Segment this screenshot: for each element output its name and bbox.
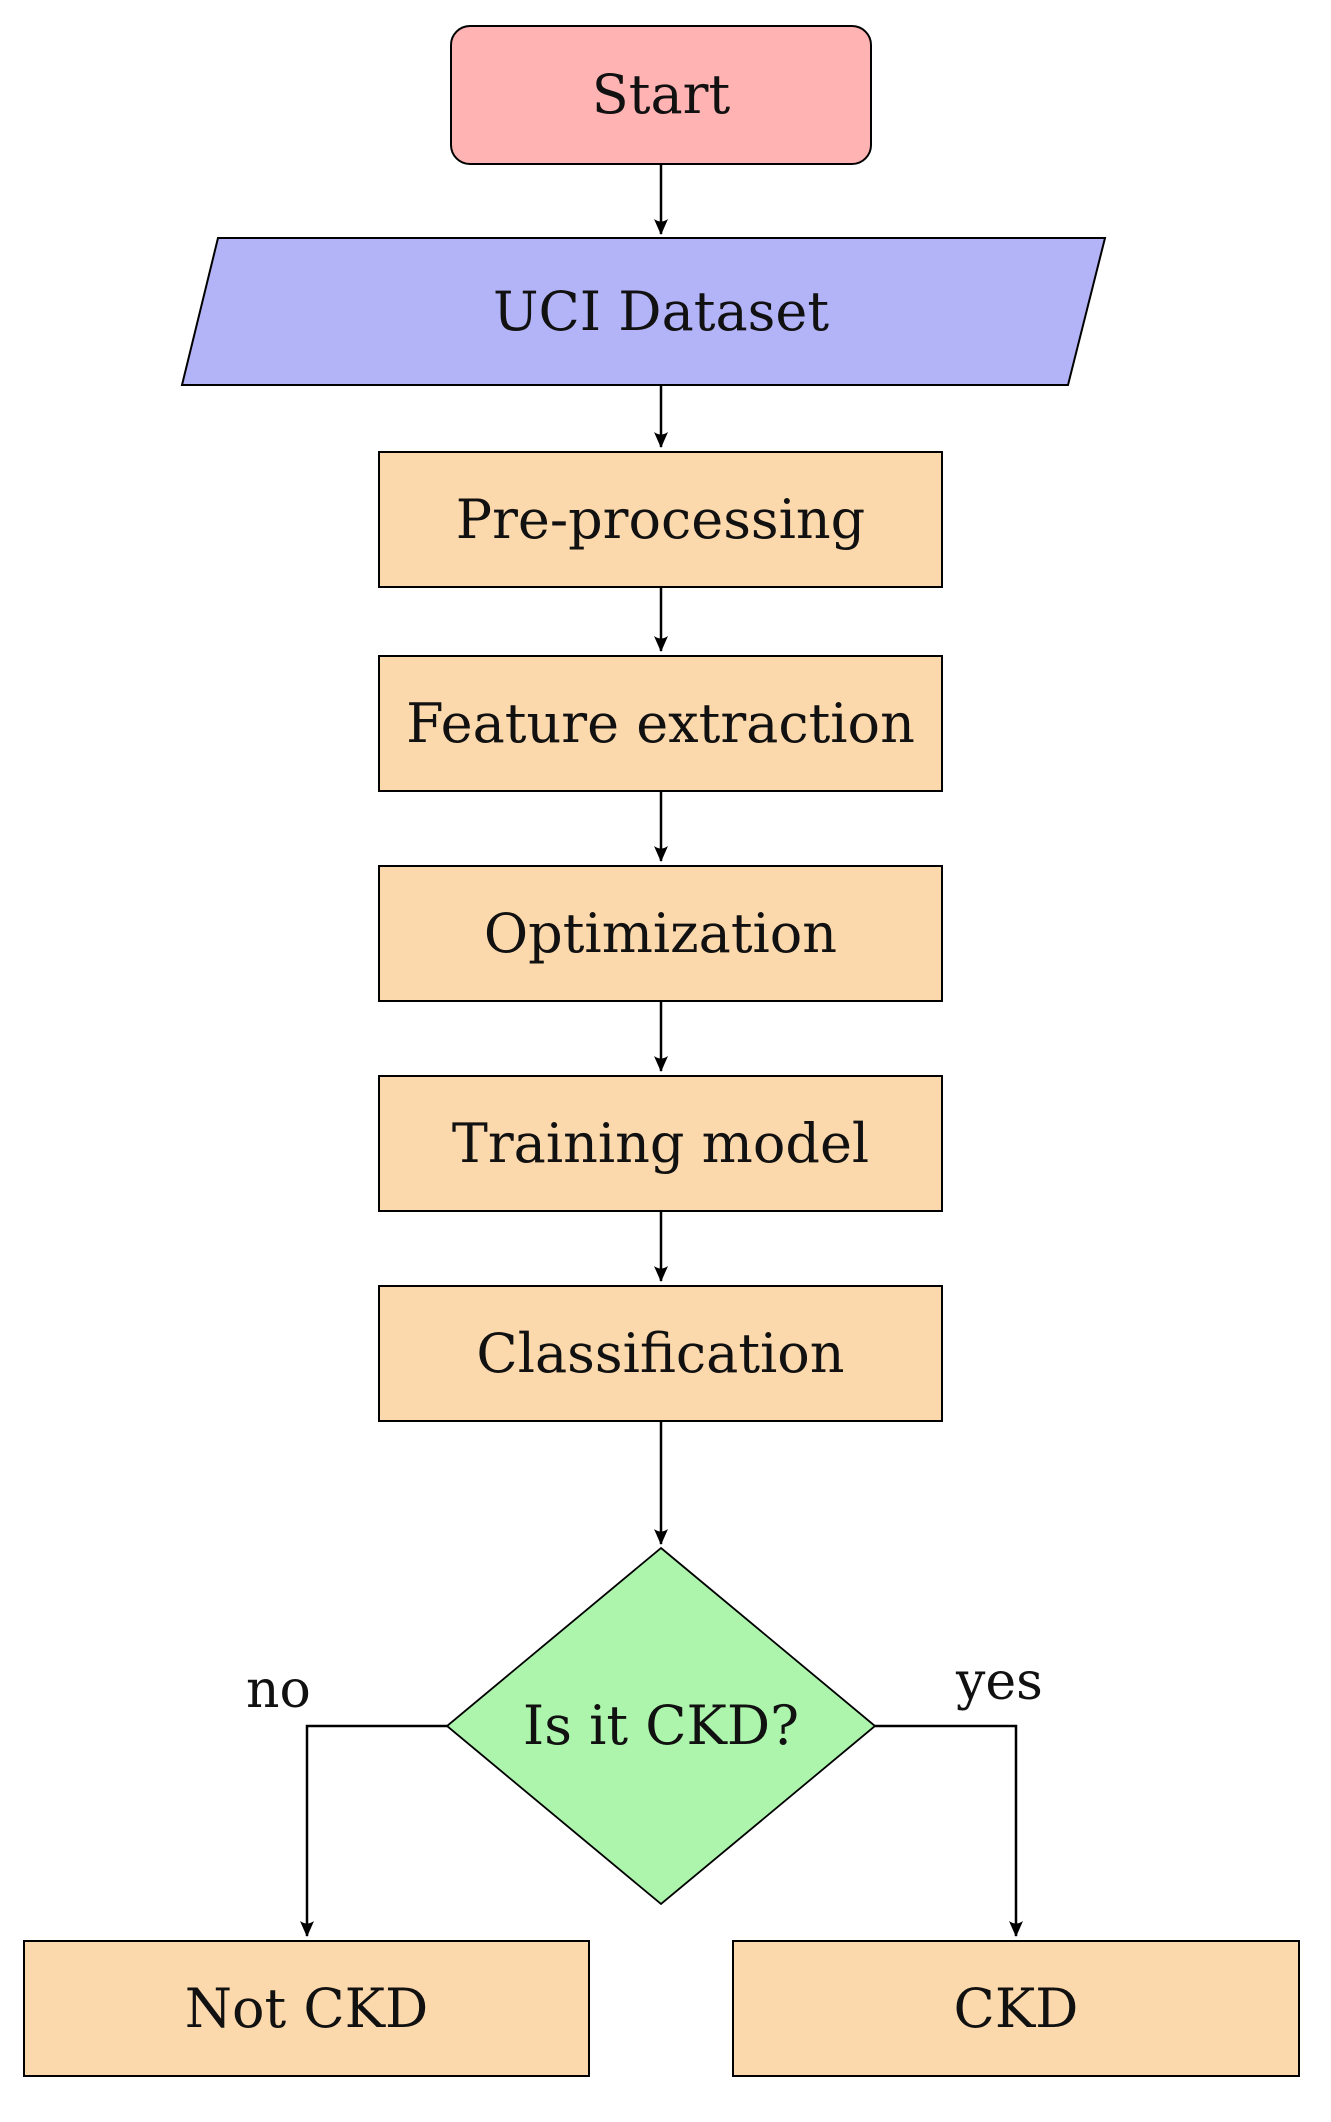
optimization-label: Optimization — [483, 901, 838, 965]
ckd-label: CKD — [953, 1976, 1079, 2040]
uci-dataset-label: UCI Dataset — [492, 279, 830, 343]
training-model-label: Training model — [451, 1111, 870, 1175]
yes-branch-label: yes — [956, 1652, 1043, 1712]
decision-label: Is it CKD? — [522, 1694, 800, 1757]
start-node: Start — [450, 25, 872, 165]
start-label: Start — [591, 63, 731, 126]
optimization-node: Optimization — [378, 865, 943, 1002]
uci-dataset-shape — [180, 237, 1107, 386]
ckd-node: CKD — [732, 1940, 1300, 2077]
classification-node: Classification — [378, 1285, 943, 1422]
arrow-decision-notckd — [300, 1724, 447, 1937]
decision-shape — [445, 1546, 877, 1906]
training-model-node: Training model — [378, 1075, 943, 1212]
pre-processing-node: Pre-processing — [378, 451, 943, 588]
decision-node: Is it CKD? — [447, 1548, 875, 1904]
no-branch-label: no — [246, 1660, 311, 1720]
feature-extraction-node: Feature extraction — [378, 655, 943, 792]
pre-processing-label: Pre-processing — [455, 487, 866, 551]
arrow-decision-ckd — [875, 1724, 1023, 1937]
classification-label: Classification — [476, 1321, 845, 1385]
not-ckd-label: Not CKD — [184, 1976, 429, 2040]
feature-extraction-label: Feature extraction — [406, 691, 915, 755]
not-ckd-node: Not CKD — [23, 1940, 590, 2077]
uci-dataset-node: UCI Dataset — [196, 238, 1126, 385]
